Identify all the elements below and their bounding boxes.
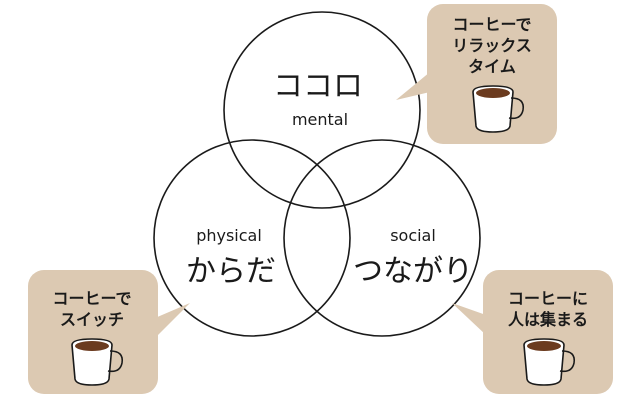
- bubble-right-box: [483, 270, 613, 394]
- circle-mental: [223, 11, 421, 209]
- physical-sub-label: physical: [196, 226, 262, 245]
- bubble-top-line-3: タイム: [468, 57, 516, 76]
- speech-bubble-right: コーヒーに 人は集まる: [452, 270, 613, 394]
- coffee-cup-icon: [523, 338, 576, 386]
- bubble-top-line-2: リラックス: [452, 36, 532, 55]
- bubble-top-box: [427, 4, 557, 144]
- bubble-left-line-1: コーヒーで: [52, 289, 131, 308]
- mental-main-label: ココロ: [273, 69, 363, 104]
- bubble-top-tail: [396, 72, 430, 100]
- circle-physical: [153, 139, 351, 337]
- bubble-right-tail: [452, 303, 486, 335]
- mental-sub-label: mental: [292, 110, 348, 129]
- social-main-label: つながり: [353, 254, 473, 289]
- coffee-cup-icon: [71, 338, 124, 386]
- bubble-right-line-2: 人は集まる: [508, 310, 588, 329]
- speech-bubble-top: コーヒーで リラックス タイム: [396, 4, 557, 144]
- circle-social: [283, 139, 481, 337]
- speech-bubble-left: コーヒーで スイッチ: [28, 270, 190, 394]
- physical-main-label: からだ: [186, 254, 276, 289]
- bubble-left-line-2: スイッチ: [60, 310, 124, 329]
- bubble-left-tail: [155, 303, 190, 338]
- bubble-top-line-1: コーヒーで: [452, 15, 531, 34]
- social-sub-label: social: [390, 226, 436, 245]
- bubble-right-line-1: コーヒーに: [508, 289, 588, 308]
- coffee-cup-icon: [472, 85, 525, 133]
- bubble-left-box: [28, 270, 158, 394]
